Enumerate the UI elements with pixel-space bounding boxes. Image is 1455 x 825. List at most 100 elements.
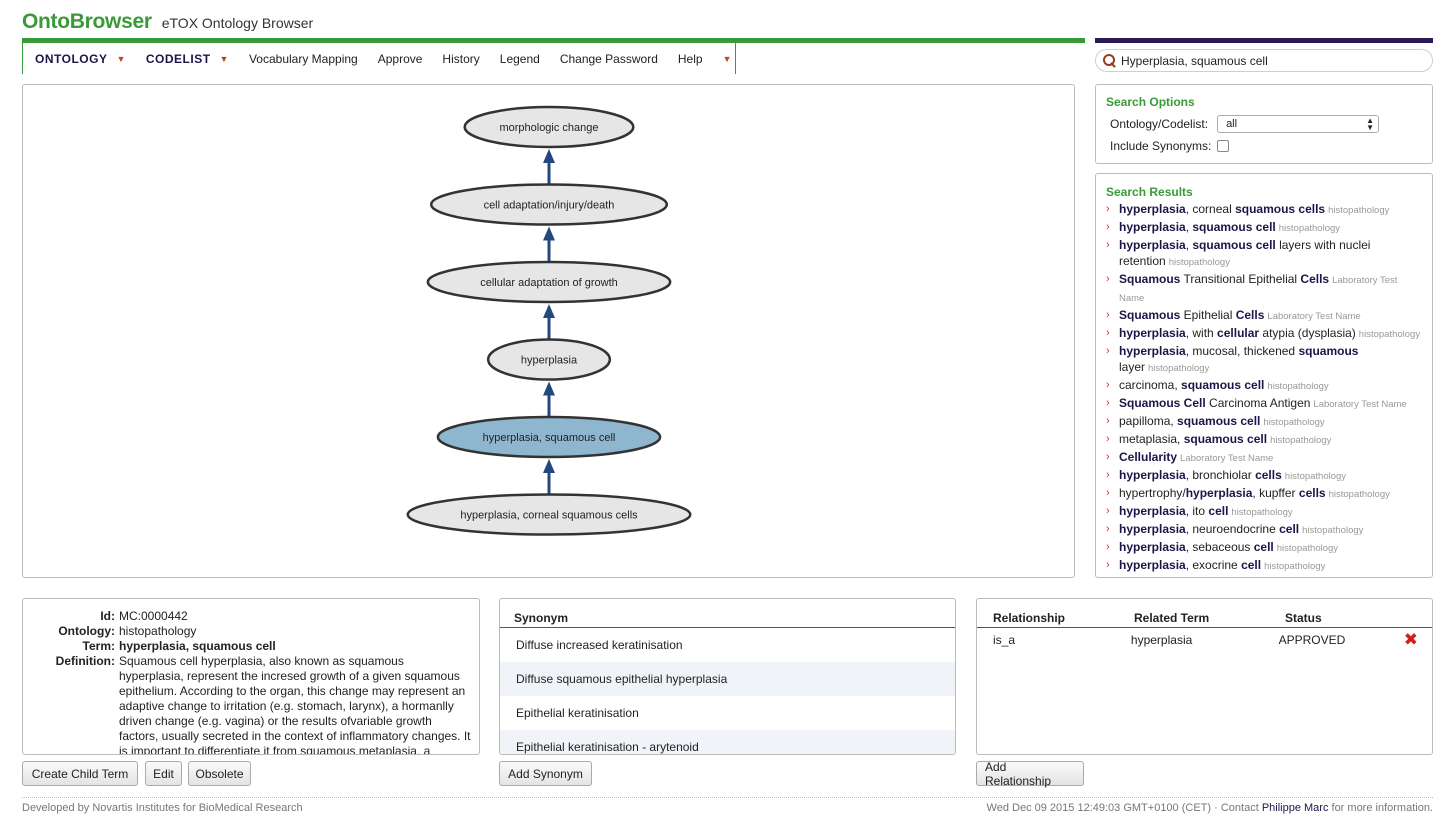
- result-text: Cells: [1300, 272, 1330, 286]
- search-result-item[interactable]: ›hyperplasia, mucosal, thickened squamou…: [1106, 343, 1422, 377]
- nav-help[interactable]: Help▼: [668, 52, 742, 66]
- graph-edge-arrowhead: [543, 459, 555, 473]
- graph-node[interactable]: morphologic change: [463, 105, 635, 149]
- nav-codelist-label: CODELIST: [145, 51, 211, 66]
- close-icon[interactable]: ✖: [1403, 630, 1418, 649]
- nav-change-password[interactable]: Change Password: [559, 51, 658, 66]
- synonym-row[interactable]: Diffuse increased keratinisation: [516, 638, 683, 652]
- relationship-column-header: Relationship: [993, 611, 1066, 625]
- create-child-term-button[interactable]: Create Child Term: [22, 761, 138, 786]
- graph-node[interactable]: cell adaptation/injury/death: [429, 183, 669, 226]
- graph-node-shape: [406, 493, 692, 536]
- graph-edge-arrowhead: [543, 304, 555, 318]
- search-icon[interactable]: [1102, 53, 1117, 68]
- add-synonym-button[interactable]: Add Synonym: [499, 761, 592, 786]
- result-text: Transitional Epithelial: [1180, 272, 1301, 286]
- result-text: hyperplasia: [1119, 326, 1186, 340]
- result-category: histopathology: [1263, 417, 1325, 428]
- graph-node[interactable]: hyperplasia, corneal squamous cells: [406, 493, 692, 536]
- graph-node-shape: [426, 260, 672, 304]
- term-name-value: hyperplasia, squamous cell: [119, 639, 276, 653]
- graph-node-shape: [463, 105, 635, 149]
- chevron-right-icon: ›: [1106, 415, 1110, 427]
- result-text: layer: [1119, 360, 1146, 374]
- app-logo[interactable]: OntoBrowser: [22, 10, 152, 33]
- graph-node[interactable]: hyperplasia, squamous cell: [436, 415, 662, 459]
- search-result-item[interactable]: ›hyperplasia, endocrine cellhistopatholo…: [1106, 575, 1422, 577]
- result-text: squamous cell: [1183, 432, 1268, 446]
- result-text: cell: [1253, 540, 1274, 554]
- include-synonyms-checkbox[interactable]: [1217, 140, 1230, 152]
- result-text: hyperplasia: [1119, 344, 1186, 358]
- graph-node[interactable]: cellular adaptation of growth: [426, 260, 672, 304]
- obsolete-button[interactable]: Obsolete: [188, 761, 251, 786]
- graph-node-shape: [429, 183, 669, 226]
- result-text: hyperplasia: [1119, 558, 1186, 572]
- chevron-right-icon: ›: [1106, 327, 1110, 339]
- chevron-right-icon: ›: [1106, 541, 1110, 553]
- term-ontology-row: Ontology:histopathology: [31, 624, 471, 639]
- relationship-row[interactable]: is_a hyperplasia APPROVED ✖: [977, 628, 1432, 652]
- updown-arrows-icon: ▲▼: [1366, 116, 1375, 132]
- result-text: , ito: [1185, 504, 1209, 518]
- term-id-value: MC:0000442: [119, 609, 188, 623]
- nav-legend[interactable]: Legend: [499, 51, 540, 66]
- synonym-row[interactable]: Epithelial keratinisation: [516, 706, 639, 720]
- synonym-row[interactable]: Diffuse squamous epithelial hyperplasia: [500, 662, 955, 696]
- nav-codelist[interactable]: CODELIST▼: [136, 52, 239, 66]
- footer-contact-pre: · Contact: [1211, 802, 1262, 814]
- result-text: Cells: [1235, 308, 1265, 322]
- add-relationship-button[interactable]: Add Relationship: [976, 760, 1084, 788]
- graph-node-label: cellular adaptation of growth: [480, 277, 618, 289]
- synonym-row[interactable]: Epithelial keratinisation - arytenoid: [500, 730, 955, 754]
- result-text: , bronchiolar: [1185, 468, 1256, 482]
- search-result-item[interactable]: ›hyperplasia, with cellular atypia (dysp…: [1106, 325, 1422, 343]
- result-text: cell: [1208, 504, 1229, 518]
- term-ontology-value: histopathology: [119, 624, 197, 638]
- search-result-item[interactable]: ›hyperplasia, squamous cell layers with …: [1106, 237, 1422, 271]
- nav-ontology-label: ONTOLOGY: [35, 51, 108, 66]
- graph-node[interactable]: hyperplasia: [486, 338, 612, 381]
- result-text: hyperplasia: [1119, 220, 1186, 234]
- result-text: hyperplasia: [1119, 522, 1186, 536]
- result-text: cellular: [1217, 326, 1260, 340]
- nav-ontology[interactable]: ONTOLOGY▼: [23, 52, 136, 66]
- result-text: layers with nuclei retention: [1119, 238, 1371, 268]
- result-text: squamous: [1298, 344, 1359, 358]
- chevron-right-icon: ›: [1106, 221, 1110, 233]
- chevron-right-icon: ›: [1106, 487, 1110, 499]
- related-term[interactable]: hyperplasia: [1130, 633, 1193, 647]
- nav-approve[interactable]: Approve: [377, 51, 423, 66]
- result-text: squamous cell: [1181, 378, 1265, 392]
- relationship-status: APPROVED: [1278, 633, 1346, 647]
- result-text: squamous cell: [1177, 414, 1261, 428]
- result-text: hypertrophy/: [1119, 486, 1186, 500]
- nav-history[interactable]: History: [442, 51, 480, 66]
- app-subtitle: eTOX Ontology Browser: [161, 15, 314, 31]
- ontology-select[interactable]: all ▲▼: [1217, 115, 1380, 133]
- chevron-right-icon: ›: [1106, 379, 1110, 391]
- contact-link[interactable]: Philippe Marc: [1261, 802, 1329, 814]
- search-input[interactable]: [1121, 53, 1421, 68]
- result-category: Laboratory Test Name: [1313, 399, 1407, 410]
- edit-button[interactable]: Edit: [145, 761, 182, 786]
- nav-vocabulary-mapping[interactable]: Vocabulary Mapping: [248, 51, 358, 66]
- search-options-panel: Search Options Ontology/Codelist: all ▲▼…: [1095, 84, 1433, 164]
- result-category: histopathology: [1328, 205, 1390, 216]
- term-definition-label: Definition:: [55, 654, 115, 668]
